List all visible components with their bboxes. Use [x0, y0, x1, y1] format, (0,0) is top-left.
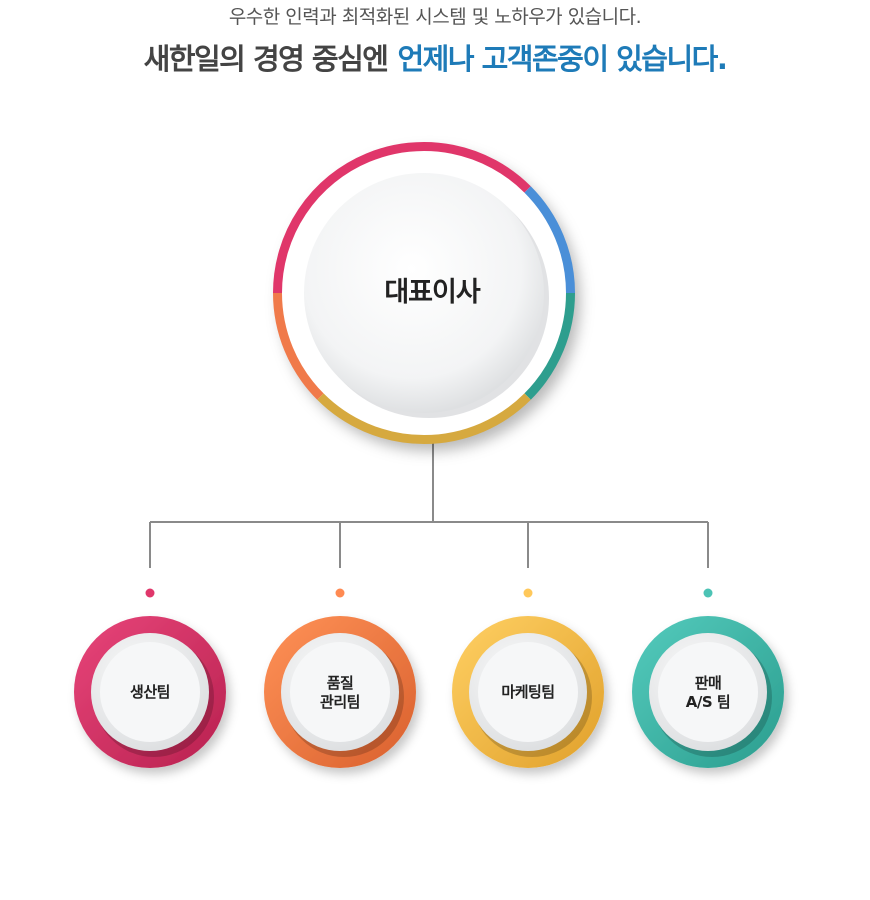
- headline-accent: 언제나 고객존중이 있습니다.: [397, 42, 727, 76]
- team-label-line1: 품질: [326, 674, 354, 692]
- team-label-line2: A/S 팀: [685, 693, 731, 711]
- team-label-quality: 품질 관리팀: [285, 674, 395, 712]
- ceo-label: 대표이사: [384, 277, 480, 308]
- ceo-ring-segment-pink: [273, 142, 531, 294]
- team-label-production: 생산팀: [95, 683, 205, 702]
- team-node-production: [74, 616, 226, 768]
- team-label-line2: 관리팀: [320, 693, 360, 711]
- team-dots: [145, 588, 713, 598]
- ceo-ring-segment-gold: [317, 393, 531, 444]
- team-node-marketing: [452, 616, 604, 768]
- team-label-line1: 판매: [694, 674, 722, 692]
- team-label-marketing: 마케팅팀: [473, 683, 583, 702]
- ceo-node: [273, 142, 575, 444]
- connector-lines: [149, 440, 709, 568]
- ceo-ring-segment-teal: [524, 292, 575, 400]
- team-node-sales-as: [632, 616, 784, 768]
- ceo-ring-segment-orange: [273, 292, 324, 400]
- subtitle: 우수한 인력과 최적화된 시스템 및 노하우가 있습니다.: [228, 6, 642, 28]
- ceo-ring-segment-blue: [524, 186, 575, 294]
- headline-main: 새한일의 경영 중심엔: [143, 42, 389, 76]
- team-node-quality: [264, 616, 416, 768]
- team-label-sales-as: 판매 A/S 팀: [653, 674, 763, 712]
- team-label-line1: 마케팅팀: [501, 683, 555, 701]
- team-label-line1: 생산팀: [130, 683, 170, 701]
- ceo-inner-disc: [304, 173, 544, 413]
- ceo-ring: [273, 142, 575, 444]
